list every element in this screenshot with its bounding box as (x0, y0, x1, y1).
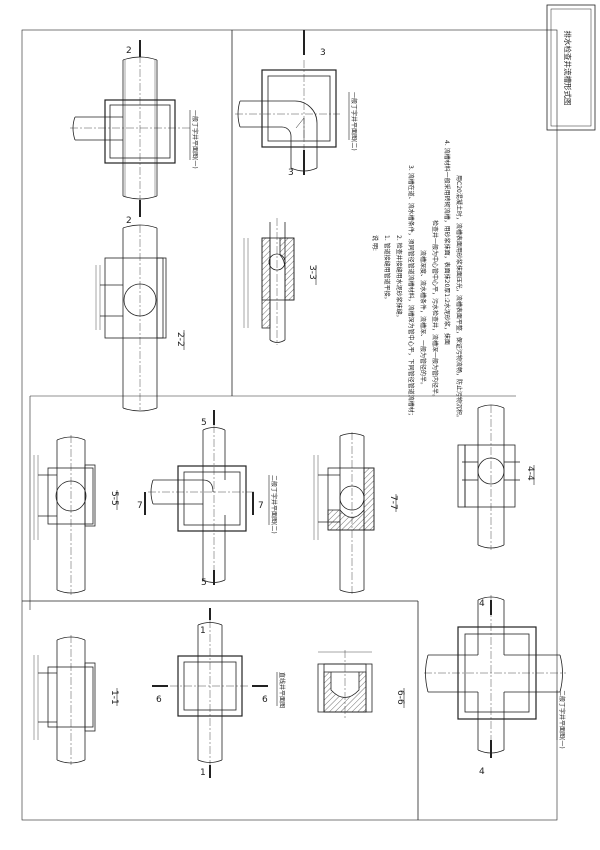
note-3: 3. 流槽在道、流水槽条件，须同管径管道流槽材料，流槽深为管中心平，下同管径管道… (407, 165, 415, 419)
section-mark-1-top: 1 (200, 626, 206, 636)
caption-plan-cross: 二般丁字井平面图(一) (558, 690, 566, 749)
section-3-3 (243, 218, 295, 345)
note-3c: 检查井一般为中心管中心平，污水检查井，流槽深一般为管内径半。 (431, 220, 439, 400)
plan-t-junction-2 (144, 410, 255, 585)
caption-plan-t1: 一般丁字井平面图(一) (191, 110, 199, 169)
section-mark-6-right: 6 (262, 695, 268, 705)
section-7-7 (313, 432, 375, 595)
section-mark-7-left: 7 (137, 501, 143, 511)
section-mark-6-left: 6 (156, 695, 162, 705)
section-mark-3-top: 3 (320, 48, 326, 58)
caption-section-6-6: 6-6 (395, 690, 405, 705)
section-1-1 (33, 635, 96, 765)
plan-t-junction-1 (70, 40, 190, 217)
title-block: 排水检查井流槽形式图 (546, 4, 596, 131)
section-mark-2-top: 2 (126, 46, 132, 56)
note-3b: 流槽深度、流水槽条件，流槽深、一般为管径的半。 (419, 250, 427, 388)
note-2: 2. 检查井接缝用水泥砂浆抹缝。 (395, 235, 403, 321)
caption-section-7-7: 7-7 (388, 495, 398, 510)
notes-block: 说 明: 1. 管道接缝用管道平接。 2. 检查井接缝用水泥砂浆抹缝。 3. 流… (371, 140, 463, 421)
caption-section-3-3: 3-3 (307, 265, 317, 280)
section-mark-2-bottom: 2 (126, 216, 132, 226)
notes-heading: 说 明: (371, 235, 379, 251)
caption-plan-straight: 直线井平面图 (278, 672, 286, 708)
section-2-2 (95, 224, 167, 412)
plan-cross (424, 595, 566, 758)
section-mark-3-bottom: 3 (288, 168, 294, 178)
title-text: 排水检查井流槽形式图 (563, 31, 573, 106)
note-4b: 用C20混凝土时，流槽表面用砂浆抹面压光，流槽表面平整，保证污物流畅，防止污物沉… (455, 175, 463, 421)
section-mark-7-right: 7 (258, 501, 264, 511)
caption-section-5-5: 5-5 (109, 491, 119, 506)
note-1: 1. 管道接缝用管道平接。 (383, 235, 391, 303)
section-mark-1-bottom: 1 (200, 768, 206, 778)
section-mark-5-bottom: 5 (201, 578, 207, 588)
plan-straight (152, 608, 268, 778)
caption-section-1-1: 1-1 (109, 690, 119, 705)
section-6-6 (317, 650, 373, 720)
note-4: 4. 流槽材料一般采用砖砌流槽，用砂浆抹面，表面抹20厚1:2水泥砂浆，抹面 (443, 140, 451, 345)
caption-plan-t2: 二般丁字井平面图(二) (270, 475, 278, 534)
section-4-4 (457, 404, 520, 550)
section-mark-4-bottom: 4 (479, 767, 485, 777)
section-mark-4-top: 4 (479, 599, 485, 609)
caption-section-2-2: 2-2 (175, 332, 185, 347)
section-mark-5-top: 5 (201, 418, 207, 428)
outer-border (21, 29, 558, 821)
caption-section-4-4: 4-4 (525, 466, 535, 481)
plan-elbow (235, 30, 340, 175)
caption-plan-elbow: 一般丁字井平面图(二) (350, 92, 358, 151)
section-1-1-upper (33, 435, 96, 595)
